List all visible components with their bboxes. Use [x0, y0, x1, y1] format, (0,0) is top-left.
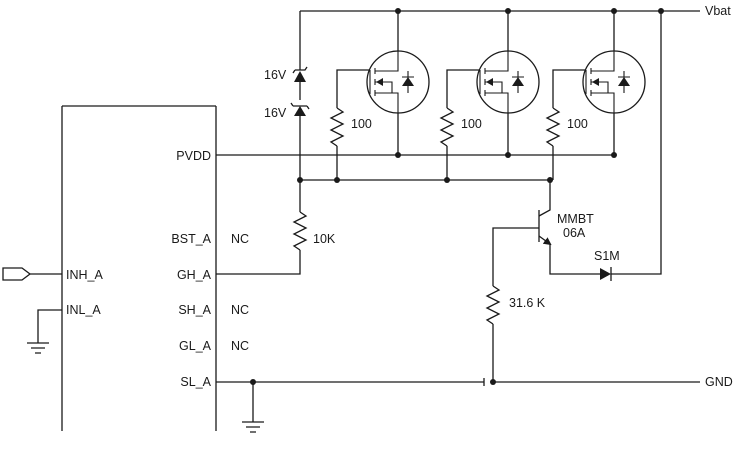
junction-dot	[395, 8, 401, 14]
mosfet-stages: 100 100 100	[329, 11, 646, 180]
vbat-label: Vbat	[705, 4, 731, 18]
s1m-diode: S1M	[594, 11, 662, 281]
vbat-rail: Vbat	[300, 4, 731, 18]
mosfet-icon	[366, 50, 430, 114]
gnd-rail: GND	[216, 375, 733, 433]
ic-body	[61, 105, 217, 431]
nc-label-bst: NC	[231, 232, 249, 246]
transistor-label-line2: 06A	[563, 226, 586, 240]
ground-icon	[242, 421, 264, 433]
junction-dot	[444, 177, 450, 183]
junction-dot	[611, 152, 617, 158]
zener-diode-icon	[290, 102, 310, 116]
zener-label-top: 16V	[264, 68, 287, 82]
mosfet-icon	[582, 50, 646, 114]
pin-label-inh: INH_A	[66, 268, 103, 282]
diode-label: S1M	[594, 249, 620, 263]
resistor-label-31-6k: 31.6 K	[509, 296, 546, 310]
resistor-label-10k: 10K	[313, 232, 336, 246]
inl-input-pin: INL_A	[27, 303, 101, 354]
emitter-resistor: 31.6 K	[485, 285, 546, 382]
junction-dot	[505, 152, 511, 158]
zener-diode-icon	[292, 66, 308, 82]
junction-dot	[505, 8, 511, 14]
diode-icon	[600, 268, 611, 280]
pin-label-bst: BST_A	[171, 232, 211, 246]
pin-label-inl: INL_A	[66, 303, 101, 317]
junction-dot	[611, 8, 617, 14]
bjt-transistor: MMBT 06A	[492, 180, 600, 286]
mosfet-stage: 100	[439, 11, 540, 180]
pin-label-gh: GH_A	[177, 268, 212, 282]
junction-dot	[490, 379, 496, 385]
pin-label-pvdd: PVDD	[176, 149, 211, 163]
pin-label-sh: SH_A	[178, 303, 211, 317]
zener-label-bottom: 16V	[264, 106, 287, 120]
zener-stack: 16V 16V	[264, 11, 310, 180]
nc-label-sh: NC	[231, 303, 249, 317]
junction-dot	[297, 177, 303, 183]
resistor-label-100: 100	[567, 117, 588, 131]
mosfet-stage: 100	[545, 11, 646, 180]
gnd-label: GND	[705, 375, 733, 389]
junction-dot	[547, 177, 553, 183]
pin-label-sl: SL_A	[180, 375, 211, 389]
junction-dots	[250, 8, 664, 385]
nc-label-gl: NC	[231, 339, 249, 353]
pin-label-gl: GL_A	[179, 339, 212, 353]
inh-input-pin: INH_A	[2, 267, 103, 282]
gate-pullup-resistor: 10K	[216, 180, 336, 275]
junction-dot	[395, 152, 401, 158]
mosfet-stage: 100	[329, 11, 430, 180]
mosfet-icon	[476, 50, 540, 114]
resistor-label-100: 100	[461, 117, 482, 131]
junction-dot	[334, 177, 340, 183]
resistor-label-100: 100	[351, 117, 372, 131]
junction-dot	[250, 379, 256, 385]
junction-dot	[658, 8, 664, 14]
transistor-label-line1: MMBT	[557, 212, 594, 226]
ground-icon	[27, 342, 49, 354]
